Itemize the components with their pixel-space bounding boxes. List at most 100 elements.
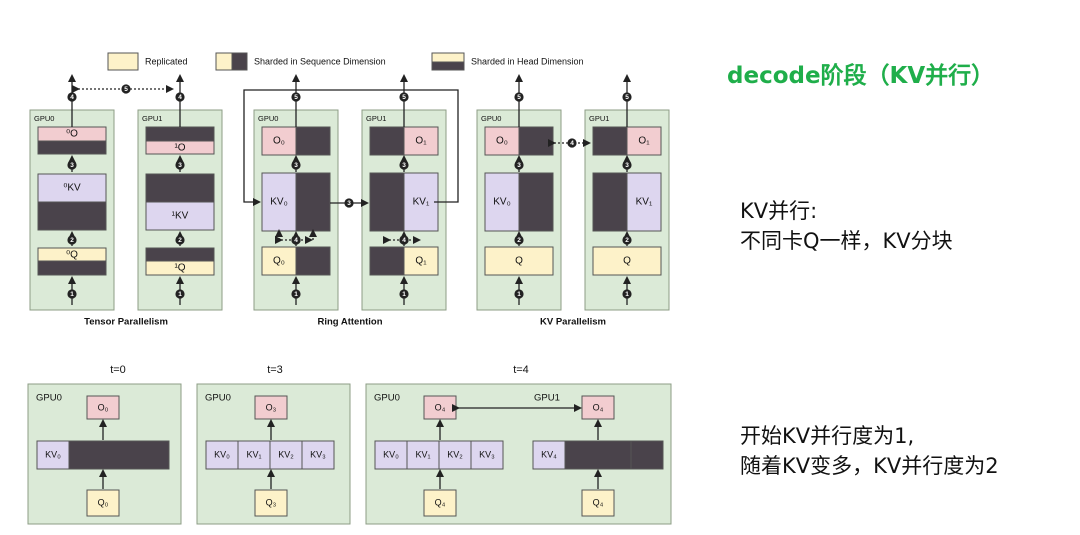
kvp-gpu0-step-bottom-badge xyxy=(514,289,524,299)
kv-growth-note-line-1: 开始KV并行度为1, xyxy=(740,424,915,448)
ra-gpu1-step-bottom-number: 1 xyxy=(402,291,406,298)
tp-gpu0-step-top-badge xyxy=(67,92,77,102)
kvp-gpu0-q-box xyxy=(484,246,554,276)
kvp-gpu0-o-label: O₀ xyxy=(496,136,508,147)
t4-gpu0-q-box xyxy=(423,489,457,517)
t3-kv-cell-1 xyxy=(237,440,271,470)
legend-head-label: Sharded in Head Dimension xyxy=(471,56,584,66)
legend-seq-swatch-dark xyxy=(231,52,248,71)
legend-replicated-label: Replicated xyxy=(145,56,188,66)
tp-gpu1-o-top xyxy=(145,126,215,142)
tp-gpu1-q-label: ¹Q xyxy=(174,263,185,274)
t3-kv-cell-2 xyxy=(269,440,303,470)
tp-gpu0-gpu-label: GPU0 xyxy=(34,114,54,123)
ra-gpu1-step-top-number: 5 xyxy=(402,94,406,101)
ra-gpu0-step-bottom-badge xyxy=(291,289,301,299)
t3-q-label: Q₃ xyxy=(266,497,277,507)
ra-gpu1-step-loop-number: 4 xyxy=(402,237,406,244)
ra-gpu1-o-label: O₁ xyxy=(415,136,427,147)
kvp-gpu0-o-right xyxy=(518,126,554,156)
kvp-gpu0-step-bottom-number: 1 xyxy=(517,291,521,298)
ra-gpu0-o-right xyxy=(295,126,331,156)
tp-gpu0-step-upper-badge xyxy=(67,160,77,170)
tp-gpu0-step-top-number: 4 xyxy=(70,94,74,101)
kvp-gpu1-step-mid-number: 2 xyxy=(625,237,629,244)
kvp-gpu0-gpu-label: GPU0 xyxy=(481,114,501,123)
ra-gpu1-o-left xyxy=(369,126,405,156)
kvp-step-cross-badge xyxy=(567,138,577,148)
section-title: decode阶段（KV并行） xyxy=(727,63,995,89)
t4-gpu0-o-label: O₄ xyxy=(435,402,446,412)
kv-parallel-note-line-1: KV并行: xyxy=(740,199,818,223)
t4-gpu1-q-label: Q₄ xyxy=(593,497,604,507)
t4-gpu1-o-label: O₄ xyxy=(593,402,604,412)
t3-kv-cell-0 xyxy=(205,440,239,470)
tp-gpu0-q-label: ⁰Q xyxy=(66,250,78,261)
tp-step-cross-badge xyxy=(121,84,131,94)
ra-gpu1-step-upper-number: 3 xyxy=(402,162,406,169)
kvp-gpu0-kv-label: KV₀ xyxy=(493,197,511,208)
kvp-gpu0-step-top-number: 5 xyxy=(517,94,521,101)
kv-parallel-note-line-2: 不同卡Q一样，KV分块 xyxy=(740,229,953,253)
t4-time-label: t=4 xyxy=(513,364,529,376)
t3-q-box xyxy=(254,489,288,517)
t0-q-box xyxy=(86,489,120,517)
tp-gpu1-step-upper-number: 3 xyxy=(178,162,182,169)
kvp-caption: KV Parallelism xyxy=(540,317,606,328)
tp-gpu1-step-bottom-number: 1 xyxy=(178,291,182,298)
kvp-gpu1-step-top-badge xyxy=(622,92,632,102)
t4-gpu0-label: GPU0 xyxy=(374,393,400,404)
kvp-gpu0-kv-right xyxy=(518,172,554,232)
legend-seq-swatch-light xyxy=(215,52,233,71)
ra-gpu0-step-loop-badge xyxy=(291,235,301,245)
tp-gpu1-gpu-label: GPU1 xyxy=(142,114,162,123)
t4-gpu1-kv-empty-b xyxy=(630,440,664,470)
kvp-step-cross-number: 4 xyxy=(570,140,574,147)
kvp-gpu1-step-bottom-badge xyxy=(622,289,632,299)
t0-gpu-label: GPU0 xyxy=(36,393,62,404)
legend-replicated-swatch xyxy=(107,52,139,71)
ra-step-cross-number: 3 xyxy=(347,200,351,207)
tp-gpu1-step-upper-badge xyxy=(175,160,185,170)
tp-gpu0-o-label: ⁰O xyxy=(66,129,78,140)
kv-parallel-note: KV并行: 不同卡Q一样，KV分块 xyxy=(740,196,953,256)
tp-gpu0-kv-bottom xyxy=(37,201,107,231)
kvp-gpu0-o-left xyxy=(484,126,520,156)
tp-gpu0-step-mid-number: 2 xyxy=(70,237,74,244)
kv-growth-note: 开始KV并行度为1, 随着KV变多，KV并行度为2 xyxy=(740,421,999,481)
t4-gpu0-q-label: Q₄ xyxy=(435,497,446,507)
tp-step-cross-number: 5 xyxy=(124,86,128,93)
t4-gpu1-label: GPU1 xyxy=(534,393,560,404)
ra-gpu0-q-label: Q₀ xyxy=(273,256,285,267)
t3-kv-cell-3 xyxy=(301,440,335,470)
tp-gpu1-o-bottom xyxy=(145,140,215,155)
ra-gpu1-q-left xyxy=(369,246,405,276)
ra-gpu0-step-bottom-number: 1 xyxy=(294,291,298,298)
kvp-gpu1-step-upper-number: 3 xyxy=(625,162,629,169)
tp-gpu1-step-mid-number: 2 xyxy=(178,237,182,244)
ra-gpu1-step-upper-badge xyxy=(399,160,409,170)
legend-head-swatch-light xyxy=(431,52,465,63)
kvp-gpu0-step-mid-number: 2 xyxy=(517,237,521,244)
tp-gpu1-o-label: ¹O xyxy=(174,143,185,154)
t3-time-label: t=3 xyxy=(267,364,283,376)
kvp-gpu0-step-upper-badge xyxy=(514,160,524,170)
kvp-gpu1-gpu-label: GPU1 xyxy=(589,114,609,123)
t0-q-label: Q₀ xyxy=(98,497,109,507)
t4-gpu1-q-box xyxy=(581,489,615,517)
t0-time-label: t=0 xyxy=(110,364,126,376)
ra-gpu0-kv-right xyxy=(295,172,331,232)
kvp-gpu1-step-top-number: 5 xyxy=(625,94,629,101)
t0-kv-cell-label-0: KV₀ xyxy=(45,449,61,459)
tp-gpu1-step-top-badge xyxy=(175,92,185,102)
kvp-gpu1-step-mid-badge xyxy=(622,235,632,245)
tp-gpu0-step-mid-badge xyxy=(67,235,77,245)
t3-kv-cell-label-1: KV₁ xyxy=(246,449,261,459)
tp-gpu1-q-bottom xyxy=(145,260,215,276)
ra-step-cross-badge xyxy=(344,198,354,208)
tp-gpu0-q-bottom xyxy=(37,260,107,276)
tp-gpu1-kv-top xyxy=(145,173,215,203)
ra-gpu1-o-right xyxy=(403,126,439,156)
tp-gpu0-o-bottom xyxy=(37,140,107,155)
